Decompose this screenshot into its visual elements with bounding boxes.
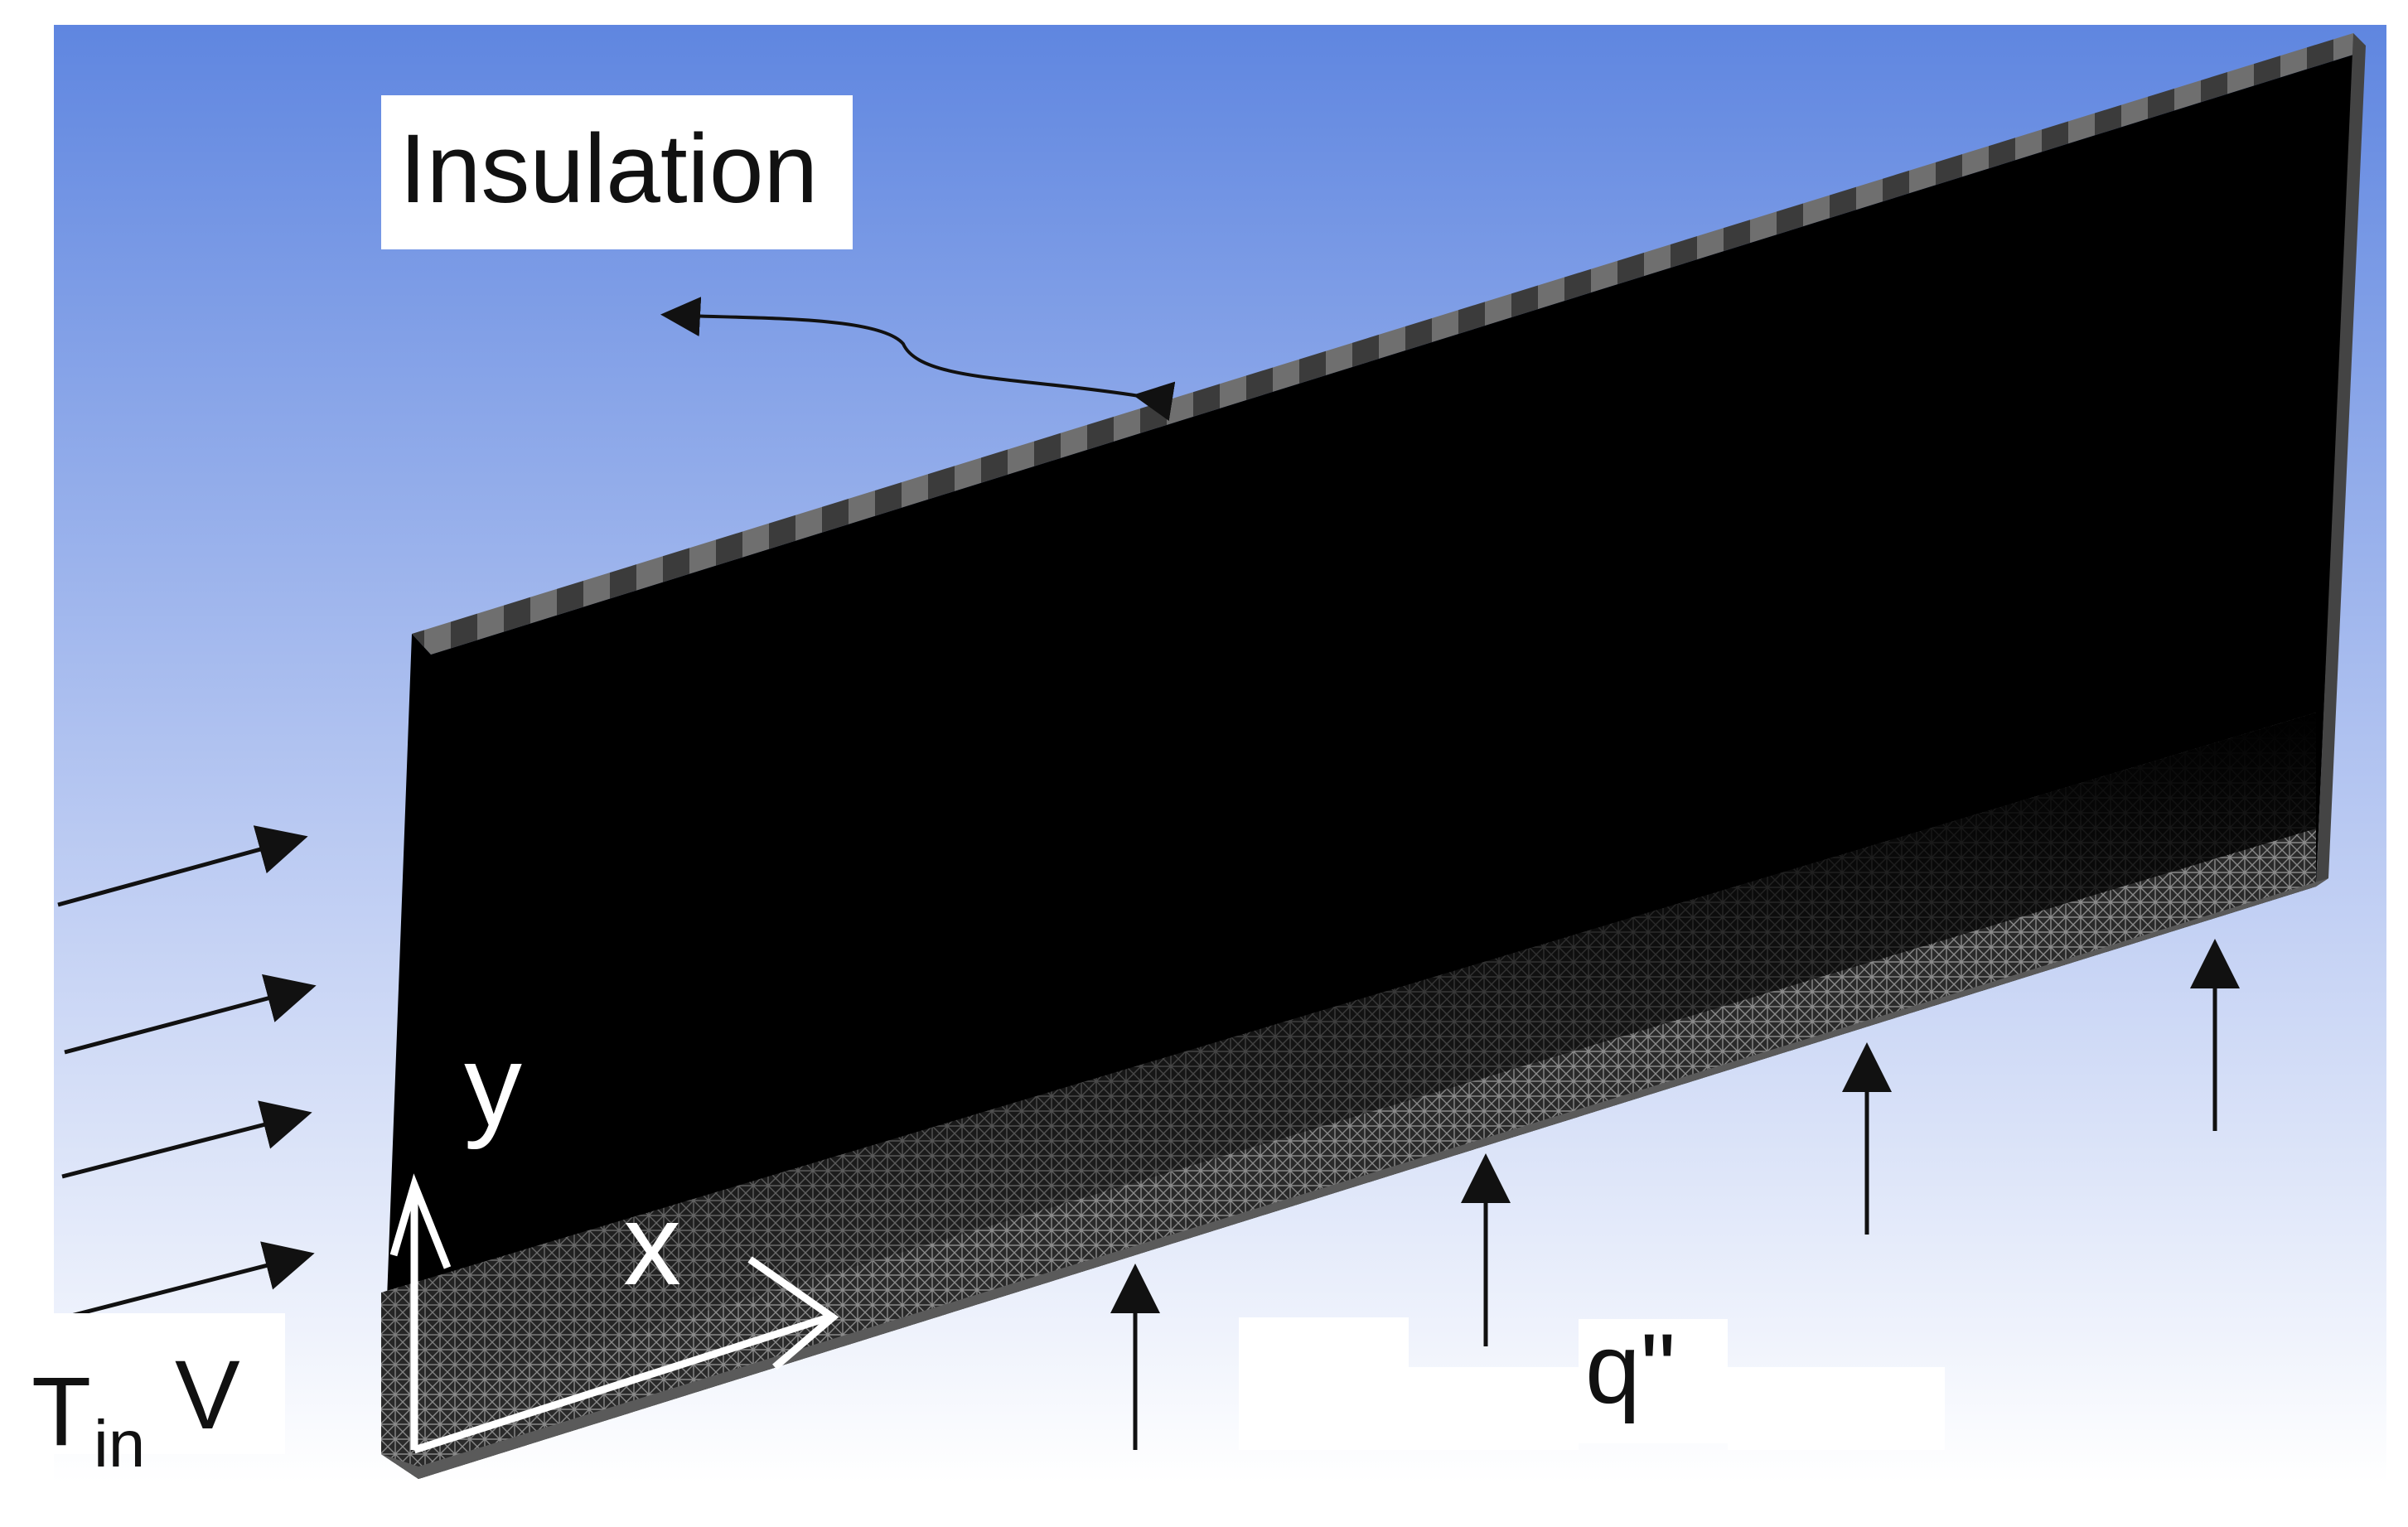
x-axis-label: x <box>623 1179 681 1309</box>
plate-top-edge <box>412 33 2353 655</box>
white-patch <box>1409 1367 1579 1450</box>
inlet-temperature-symbol: T <box>31 1357 92 1467</box>
inlet-temperature-subscript: in <box>94 1407 146 1481</box>
white-patch <box>1728 1367 1945 1450</box>
y-axis-arrowhead <box>389 1173 452 1269</box>
white-patch <box>1239 1317 1409 1450</box>
plate-face <box>381 55 2353 1479</box>
insulation-leader-line <box>660 297 1176 421</box>
coordinate-axes <box>389 1173 839 1454</box>
inlet-condition-label: T in V <box>23 1313 285 1477</box>
y-axis-label: y <box>464 1020 522 1150</box>
plate <box>381 33 2366 1479</box>
inlet-arrow <box>64 1241 315 1320</box>
heat-flux-label: q" <box>1579 1319 1728 1443</box>
velocity-symbol: V <box>175 1341 240 1450</box>
x-axis-arrowhead <box>747 1256 839 1370</box>
mesh-fade <box>381 713 2316 1409</box>
inlet-arrow <box>57 825 308 907</box>
insulation-label: Insulation <box>381 95 853 249</box>
inlet-arrow <box>61 1100 312 1179</box>
plate-right-edge <box>2316 33 2366 887</box>
plate-bottom-edge <box>381 878 2328 1479</box>
inlet-flow-arrows <box>57 825 317 1320</box>
inlet-arrow <box>64 974 317 1055</box>
heat-flux-arrows <box>1110 939 2240 1450</box>
white-border-bottom <box>0 1483 2408 1527</box>
x-axis-arrow <box>413 1313 830 1454</box>
